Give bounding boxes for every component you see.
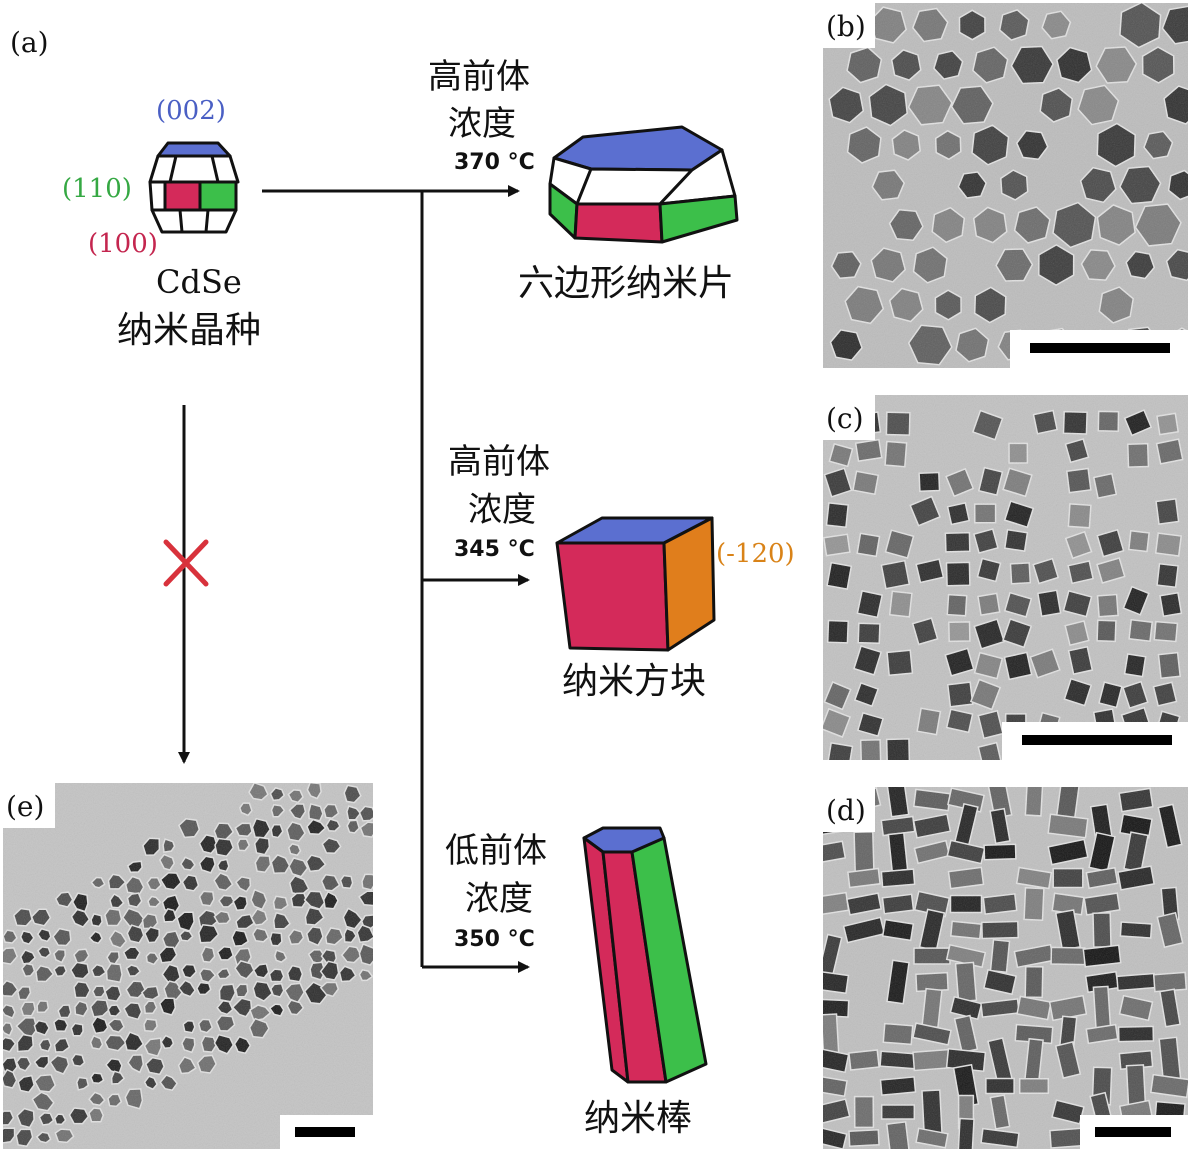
branch2-temperature: 345 °C (454, 537, 535, 562)
seed-name-label: 纳米晶种 (117, 310, 261, 351)
branch3-product-label: 纳米棒 (584, 1098, 692, 1139)
branch2-product-label: 纳米方块 (562, 661, 706, 702)
branch2-condition-line2: 浓度 (468, 490, 536, 530)
nanocube (555, 516, 716, 652)
facet-label-100: (100) (88, 229, 158, 259)
facet-label-m120: (-120) (716, 539, 795, 569)
facet-label-110: (110) (62, 174, 132, 204)
branch-arrows (178, 185, 530, 973)
tem-image-b (823, 3, 1188, 368)
blocked-x-icon (163, 539, 209, 587)
branch1-temperature: 370 °C (454, 150, 535, 175)
seed-material-label: CdSe (156, 263, 242, 301)
panel-label-b: (b) (826, 10, 866, 43)
panel-label-e: (e) (6, 790, 44, 823)
tem-image-c (823, 395, 1188, 760)
branch1-product-label: 六边形纳米片 (518, 263, 734, 304)
panel-label-c: (c) (826, 402, 864, 435)
branch1-condition-line1: 高前体 (428, 57, 530, 97)
branch3-condition-line1: 低前体 (445, 831, 547, 871)
branch3-temperature: 350 °C (454, 927, 535, 952)
hexagonal-nanoplate (548, 125, 739, 244)
scale-bar-e (295, 1127, 355, 1137)
branch2-condition-line1: 高前体 (448, 442, 550, 482)
branch3-condition-line2: 浓度 (465, 879, 533, 919)
nanorod (582, 826, 708, 1084)
panel-label-d: (d) (826, 794, 866, 827)
tem-image-e (3, 783, 373, 1149)
scale-bar-c (1022, 735, 1172, 745)
facet-label-002: (002) (156, 96, 226, 126)
seed-crystal (148, 141, 240, 234)
panel-label-a: (a) (10, 26, 49, 59)
branch1-condition-line2: 浓度 (448, 104, 516, 144)
tem-image-d (823, 787, 1188, 1149)
scale-bar-d (1095, 1127, 1171, 1137)
scale-bar-b (1030, 343, 1170, 353)
